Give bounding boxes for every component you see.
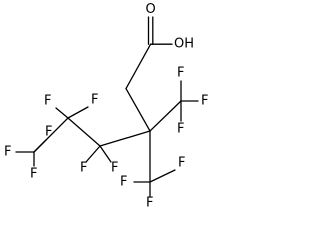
fluorine-label: F <box>30 167 37 182</box>
fluorine-label: F <box>178 156 185 171</box>
trifluoromethyl-group-upper: F F F <box>149 66 208 137</box>
fluorine-label: F <box>91 93 98 108</box>
fluorine-label: F <box>120 175 127 190</box>
fluorine-label: F <box>80 161 87 176</box>
hydroxyl-label: OH <box>174 37 194 52</box>
fluorine-label: F <box>177 66 184 81</box>
fluorine-label: F <box>45 125 52 140</box>
fluorine-label: F <box>4 145 11 160</box>
trifluoromethyl-group-terminal: F F F <box>4 125 52 182</box>
fluorine-label: F <box>111 161 118 176</box>
fluorine-label: F <box>177 122 184 137</box>
chemical-structure: O OH F F F F F F F F F <box>4 2 208 211</box>
fluorine-label: F <box>44 94 51 109</box>
difluoromethylene-group-inner: F F <box>80 145 118 176</box>
difluoromethylene-group-outer: F F <box>44 93 98 119</box>
trifluoromethyl-group-lower: F F F <box>120 130 185 211</box>
carbonyl-oxygen-label: O <box>146 2 156 17</box>
carboxylic-acid-group: O OH <box>146 2 195 52</box>
fluorine-label: F <box>201 94 208 109</box>
fluorine-label: F <box>146 196 153 211</box>
